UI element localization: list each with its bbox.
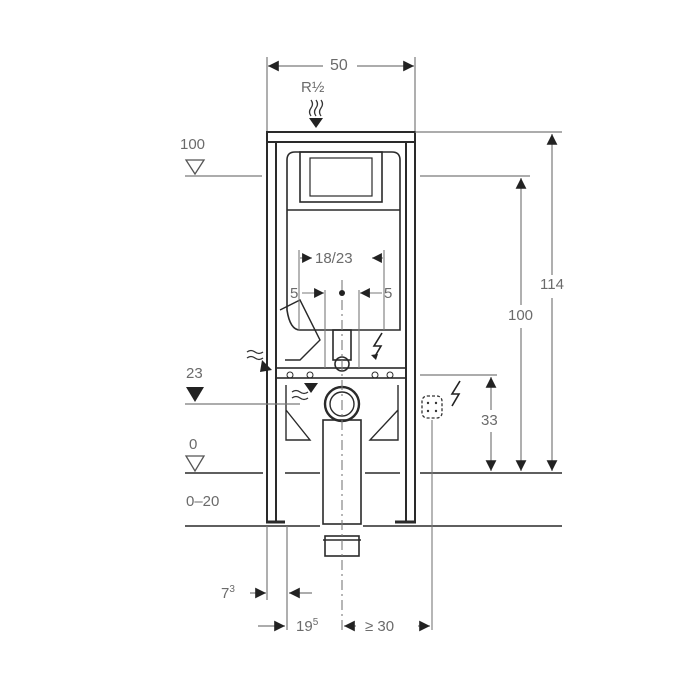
bottom-dimensions <box>250 526 430 632</box>
floor-lines <box>185 472 562 527</box>
frame-outline <box>266 131 416 557</box>
height-total-label: 114 <box>540 276 564 293</box>
level-100-label: 100 <box>180 136 206 153</box>
dim-width-label: 50 <box>330 57 348 74</box>
right-dimensions <box>485 134 558 471</box>
level-marker-icon <box>186 387 204 402</box>
dim-width-50 <box>266 57 416 132</box>
foot-right-label: 195 <box>296 617 319 635</box>
floor-build-up-label: 0–20 <box>186 493 220 510</box>
water-connection-label: R½ <box>301 79 325 96</box>
water-supply-icon <box>308 99 324 128</box>
level-23-label: 23 <box>186 365 203 382</box>
electricity-icon <box>372 332 383 359</box>
level-marker-icon <box>184 159 206 176</box>
min-power-offset-label: ≥ 30 <box>365 618 395 635</box>
center-point <box>339 290 345 296</box>
foot-left-label: 73 <box>221 584 235 602</box>
level-lines <box>185 131 562 405</box>
offset-left-label: 5 <box>290 285 299 302</box>
height-flush-label: 100 <box>508 307 534 324</box>
height-power-label: 33 <box>481 412 498 429</box>
power-socket-icon <box>421 380 461 630</box>
fixing-lines <box>298 250 385 630</box>
waste-water-icon <box>246 349 318 401</box>
level-0-label: 0 <box>189 436 198 453</box>
offset-right-label: 5 <box>384 285 393 302</box>
level-marker-icon <box>184 455 206 473</box>
spacing-fixings-label: 18/23 <box>315 250 353 267</box>
